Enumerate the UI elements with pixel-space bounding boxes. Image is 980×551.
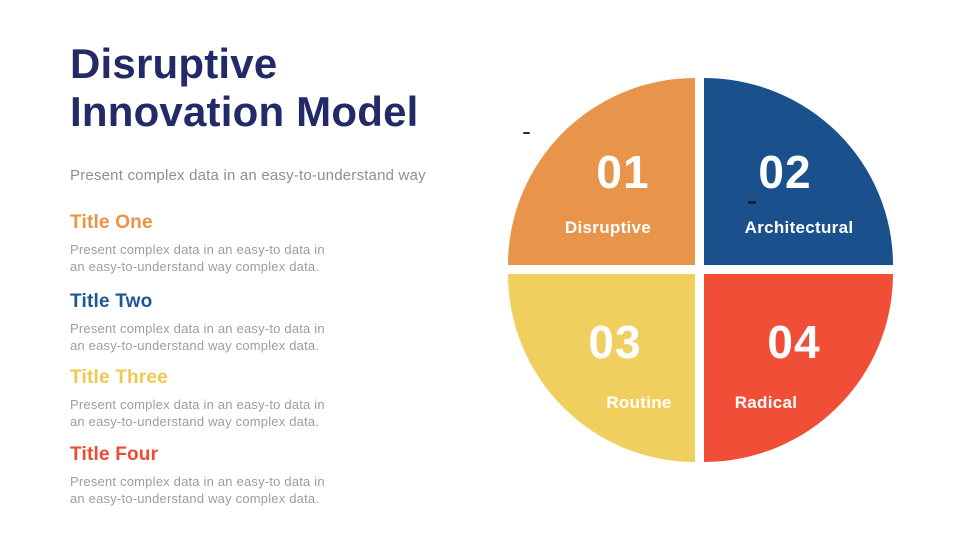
quadrant-number: 03 — [588, 316, 642, 368]
artifact-dash — [523, 132, 530, 134]
quadrant-label: Disruptive — [564, 218, 652, 237]
quadrant-diagram: 01 Disruptive 02 Architectural 03 Routin… — [508, 78, 893, 462]
section-body: Present complex data in an easy-to data … — [70, 397, 325, 429]
page-title: Disruptive Innovation Model — [70, 40, 419, 135]
quadrant-number: 04 — [767, 316, 821, 368]
quadrant-routine: 03 Routine — [508, 274, 695, 462]
section-body: Present complex data in an easy-to data … — [70, 321, 325, 353]
quadrant-label: Architectural — [744, 218, 854, 237]
section-title-one: Title One Present complex data in an eas… — [70, 212, 370, 275]
artifact-dash — [748, 201, 756, 204]
quadrant-label: Routine — [606, 393, 672, 412]
section-title-four: Title Four Present complex data in an ea… — [70, 444, 370, 507]
quadrant-number: 02 — [758, 146, 812, 198]
section-heading: Title One — [70, 212, 153, 233]
section-title-two: Title Two Present complex data in an eas… — [70, 291, 370, 354]
section-heading: Title Four — [70, 444, 159, 465]
section-heading: Title Two — [70, 291, 153, 312]
section-body: Present complex data in an easy-to data … — [70, 242, 325, 274]
quadrant-disruptive: 01 Disruptive — [508, 78, 695, 265]
quadrant-number: 01 — [596, 146, 650, 198]
section-body: Present complex data in an easy-to data … — [70, 474, 325, 506]
quadrant-radical: 04 Radical — [704, 274, 893, 462]
section-heading: Title Three — [70, 367, 168, 388]
page-subtitle: Present complex data in an easy-to-under… — [70, 167, 426, 184]
section-title-three: Title Three Present complex data in an e… — [70, 367, 370, 430]
quadrant-label: Radical — [734, 393, 798, 412]
quadrant-architectural: 02 Architectural — [704, 78, 893, 265]
